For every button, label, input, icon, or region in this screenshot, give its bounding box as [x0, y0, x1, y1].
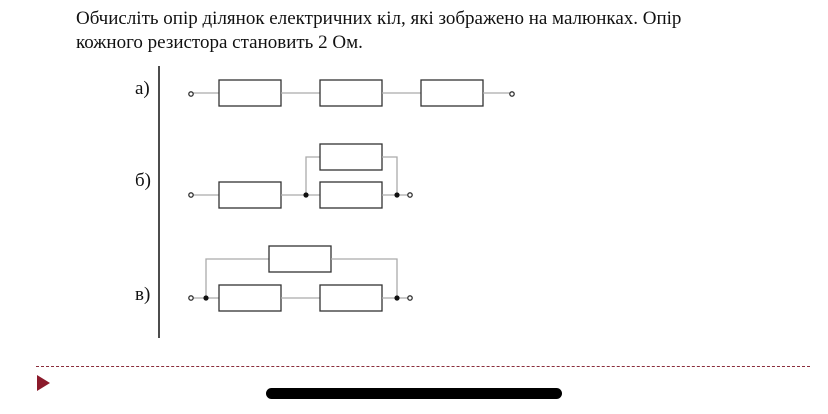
node-b-left [303, 192, 309, 198]
resistor-c3 [319, 284, 383, 312]
terminal-c-left [188, 295, 194, 301]
resistor-a1 [218, 79, 282, 107]
resistor-b2 [319, 143, 383, 171]
terminal-a-right [509, 91, 515, 97]
problem-statement: Обчисліть опір ділянок електричних кіл, … [76, 7, 776, 55]
circuit-b-label: б) [135, 170, 151, 191]
resistor-c2 [218, 284, 282, 312]
terminal-a-left [188, 91, 194, 97]
problem-line-2: кожного резистора становить 2 Ом. [76, 32, 363, 53]
circuit-c-label: в) [135, 284, 151, 305]
problem-line-1: Обчисліть опір ділянок електричних кіл, … [76, 8, 682, 29]
node-c-right [394, 295, 400, 301]
resistor-a3 [420, 79, 484, 107]
circuit-b [188, 143, 413, 209]
circuit-a-label: а) [135, 78, 150, 99]
resistor-a2 [319, 79, 383, 107]
circuit-a [188, 79, 515, 107]
terminal-c-right [407, 295, 413, 301]
terminal-b-right [407, 192, 413, 198]
home-indicator[interactable] [266, 388, 562, 399]
circuit-c [188, 245, 413, 312]
section-divider [36, 366, 810, 367]
resistor-b1 [218, 181, 282, 209]
terminal-b-left [188, 192, 194, 198]
node-b-right [394, 192, 400, 198]
resistor-b3 [319, 181, 383, 209]
node-c-left [203, 295, 209, 301]
play-icon[interactable] [37, 375, 50, 391]
resistor-c1 [268, 245, 332, 273]
